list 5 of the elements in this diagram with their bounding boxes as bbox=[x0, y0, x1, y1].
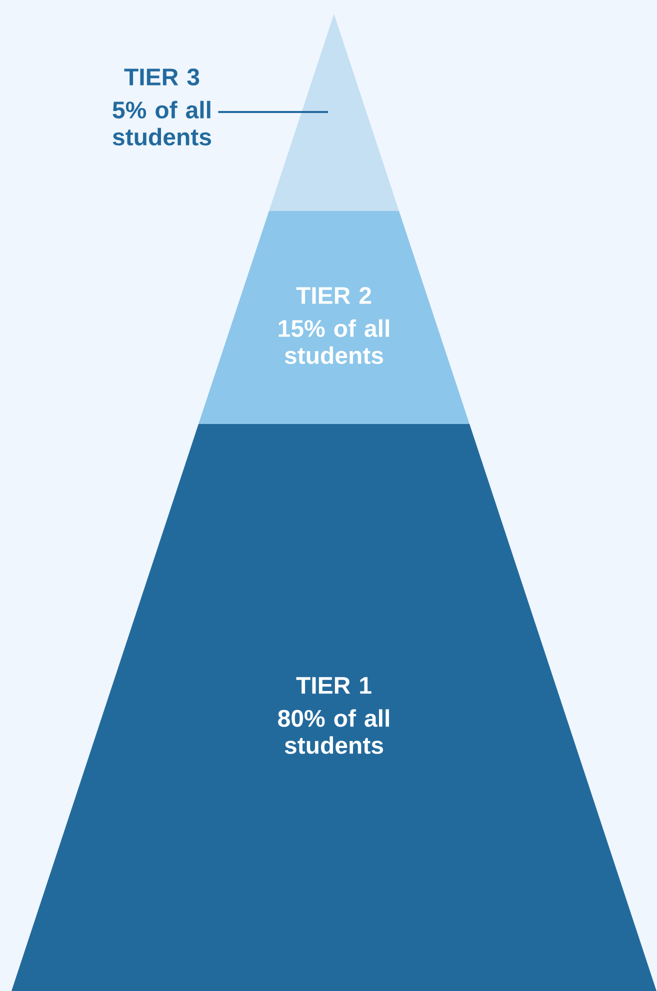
pyramid-tier bbox=[269, 14, 399, 211]
pyramid-tier: TIER 2 15% of all students bbox=[198, 211, 470, 424]
pyramid-tier: TIER 1 80% of all students bbox=[12, 424, 656, 991]
tier-label: TIER 3 5% of all students bbox=[112, 68, 212, 146]
leader-line bbox=[218, 111, 328, 113]
